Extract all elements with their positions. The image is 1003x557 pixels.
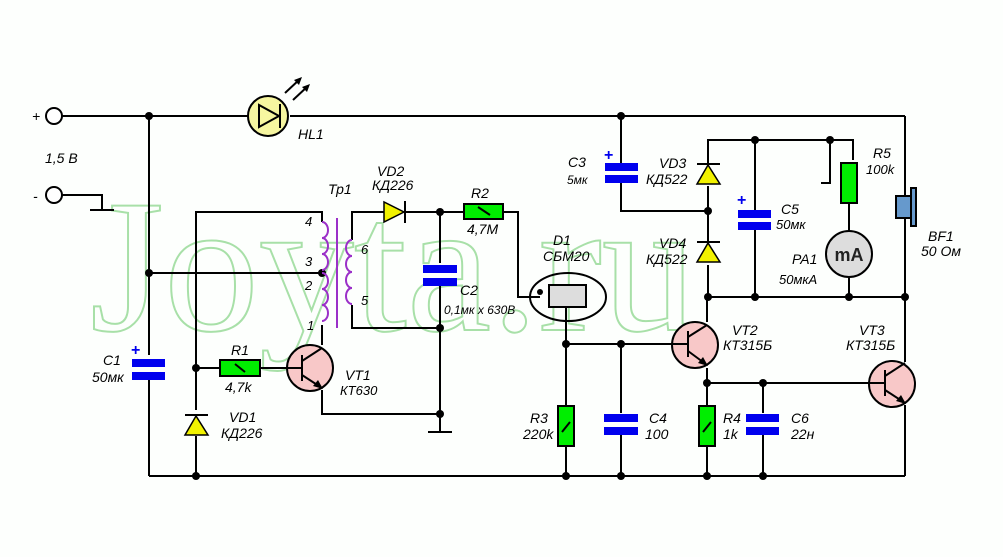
hl1-label: HL1: [298, 126, 324, 142]
d1-value: СБМ20: [543, 248, 590, 264]
vd3-ref: VD3: [659, 155, 686, 171]
r5-ref: R5: [873, 145, 891, 161]
vt3-ref: VT3: [859, 322, 885, 338]
transformer-tp1: Тр1 4 3 2 1 6 5: [304, 181, 369, 333]
diode-vd2: VD2 КД226: [372, 163, 414, 224]
transistor-vt2: VT2 КТ315Б: [671, 321, 772, 369]
speaker-bf1: BF1 50 Ом: [895, 187, 961, 259]
c5-value: 50мк: [776, 217, 806, 232]
vd4-ref: VD4: [659, 235, 686, 251]
resistor-r4: R4 1k: [698, 405, 741, 447]
vt1-ref: VT1: [345, 367, 371, 383]
vt1-value: КТ630: [340, 383, 378, 398]
capacitor-c3: + C3 5мк: [567, 147, 638, 187]
resistor-r3: R3 220k: [522, 405, 575, 447]
vd1-value: КД226: [221, 425, 263, 441]
vd2-ref: VD2: [377, 163, 404, 179]
c1-value: 50мк: [92, 369, 125, 385]
diode-vd4: VD4 КД522: [646, 235, 722, 267]
c3-value: 5мк: [567, 173, 589, 187]
c6-ref: C6: [791, 410, 809, 426]
capacitor-c1: + C1 50мк: [92, 342, 165, 385]
pin-4: 4: [305, 214, 312, 229]
r2-value: 4,7М: [467, 221, 498, 237]
bf1-ref: BF1: [928, 228, 954, 244]
watermark: Joyta.ru: [90, 162, 697, 372]
vd4-value: КД522: [646, 251, 688, 267]
vd2-value: КД226: [372, 177, 414, 193]
pin-1: 1: [307, 318, 314, 333]
r4-value: 1k: [723, 426, 739, 442]
c3-ref: C3: [568, 154, 586, 170]
r2-ref: R2: [471, 185, 489, 201]
c6-value: 22н: [790, 426, 815, 442]
c2-value: 0,1мк х 630В: [444, 303, 515, 317]
c1-ref: C1: [103, 352, 121, 368]
plus-terminal: [45, 107, 63, 125]
resistor-r1: R1 4,7k: [219, 342, 261, 395]
c2-ref: C2: [460, 282, 478, 298]
svg-text:+: +: [131, 342, 140, 359]
led-hl1: HL1: [247, 77, 324, 142]
ammeter-pa1: mA PA1 50мкА: [779, 230, 873, 287]
svg-text:+: +: [737, 192, 746, 209]
resistor-r5: R5 100k: [840, 145, 896, 204]
transistor-vt1: VT1 КТ630: [286, 344, 378, 398]
pin-3: 3: [305, 254, 313, 269]
vd3-value: КД522: [646, 171, 688, 187]
vt3-value: КТ315Б: [846, 337, 895, 353]
r5-value: 100k: [866, 162, 896, 177]
vt2-value: КТ315Б: [723, 337, 772, 353]
pa1-value: 50мкА: [779, 272, 817, 287]
r3-value: 220k: [522, 426, 554, 442]
tp1-label: Тр1: [328, 181, 352, 197]
plus-label: +: [32, 108, 40, 124]
power-terminals: + - 1,5 В: [32, 107, 78, 204]
c4-ref: C4: [649, 410, 667, 426]
capacitor-c4: C4 100: [604, 410, 669, 442]
vt2-ref: VT2: [732, 322, 758, 338]
voltage-label: 1,5 В: [45, 150, 78, 166]
minus-label: -: [33, 188, 38, 204]
d1-ref: D1: [553, 232, 571, 248]
capacitor-c5: + C5 50мк: [737, 192, 806, 232]
pa1-ref: PA1: [792, 251, 817, 267]
minus-terminal: [45, 186, 63, 204]
r3-ref: R3: [530, 410, 548, 426]
r1-value: 4,7k: [225, 379, 252, 395]
pin-6: 6: [361, 242, 369, 257]
r4-ref: R4: [723, 410, 741, 426]
pin-2: 2: [304, 278, 313, 293]
wires: [62, 115, 906, 477]
geiger-tube-d1: D1 СБМ20: [529, 232, 607, 322]
junctions: [145, 112, 909, 480]
diode-vd1: VD1 КД226: [183, 409, 263, 441]
transistor-vt3: VT3 КТ315Б: [846, 322, 916, 408]
pin-5: 5: [361, 293, 369, 308]
capacitor-c6: C6 22н: [746, 410, 815, 442]
ma-icon: mA: [834, 245, 863, 265]
resistor-r2: R2 4,7М: [463, 185, 504, 237]
vd1-ref: VD1: [229, 409, 256, 425]
r1-ref: R1: [231, 342, 249, 358]
bf1-value: 50 Ом: [921, 243, 961, 259]
diode-vd3: VD3 КД522: [646, 155, 722, 187]
c4-value: 100: [645, 426, 669, 442]
svg-text:+: +: [604, 147, 613, 164]
capacitor-c2: C2 0,1мк х 630В: [423, 265, 515, 317]
c5-ref: C5: [781, 201, 799, 217]
